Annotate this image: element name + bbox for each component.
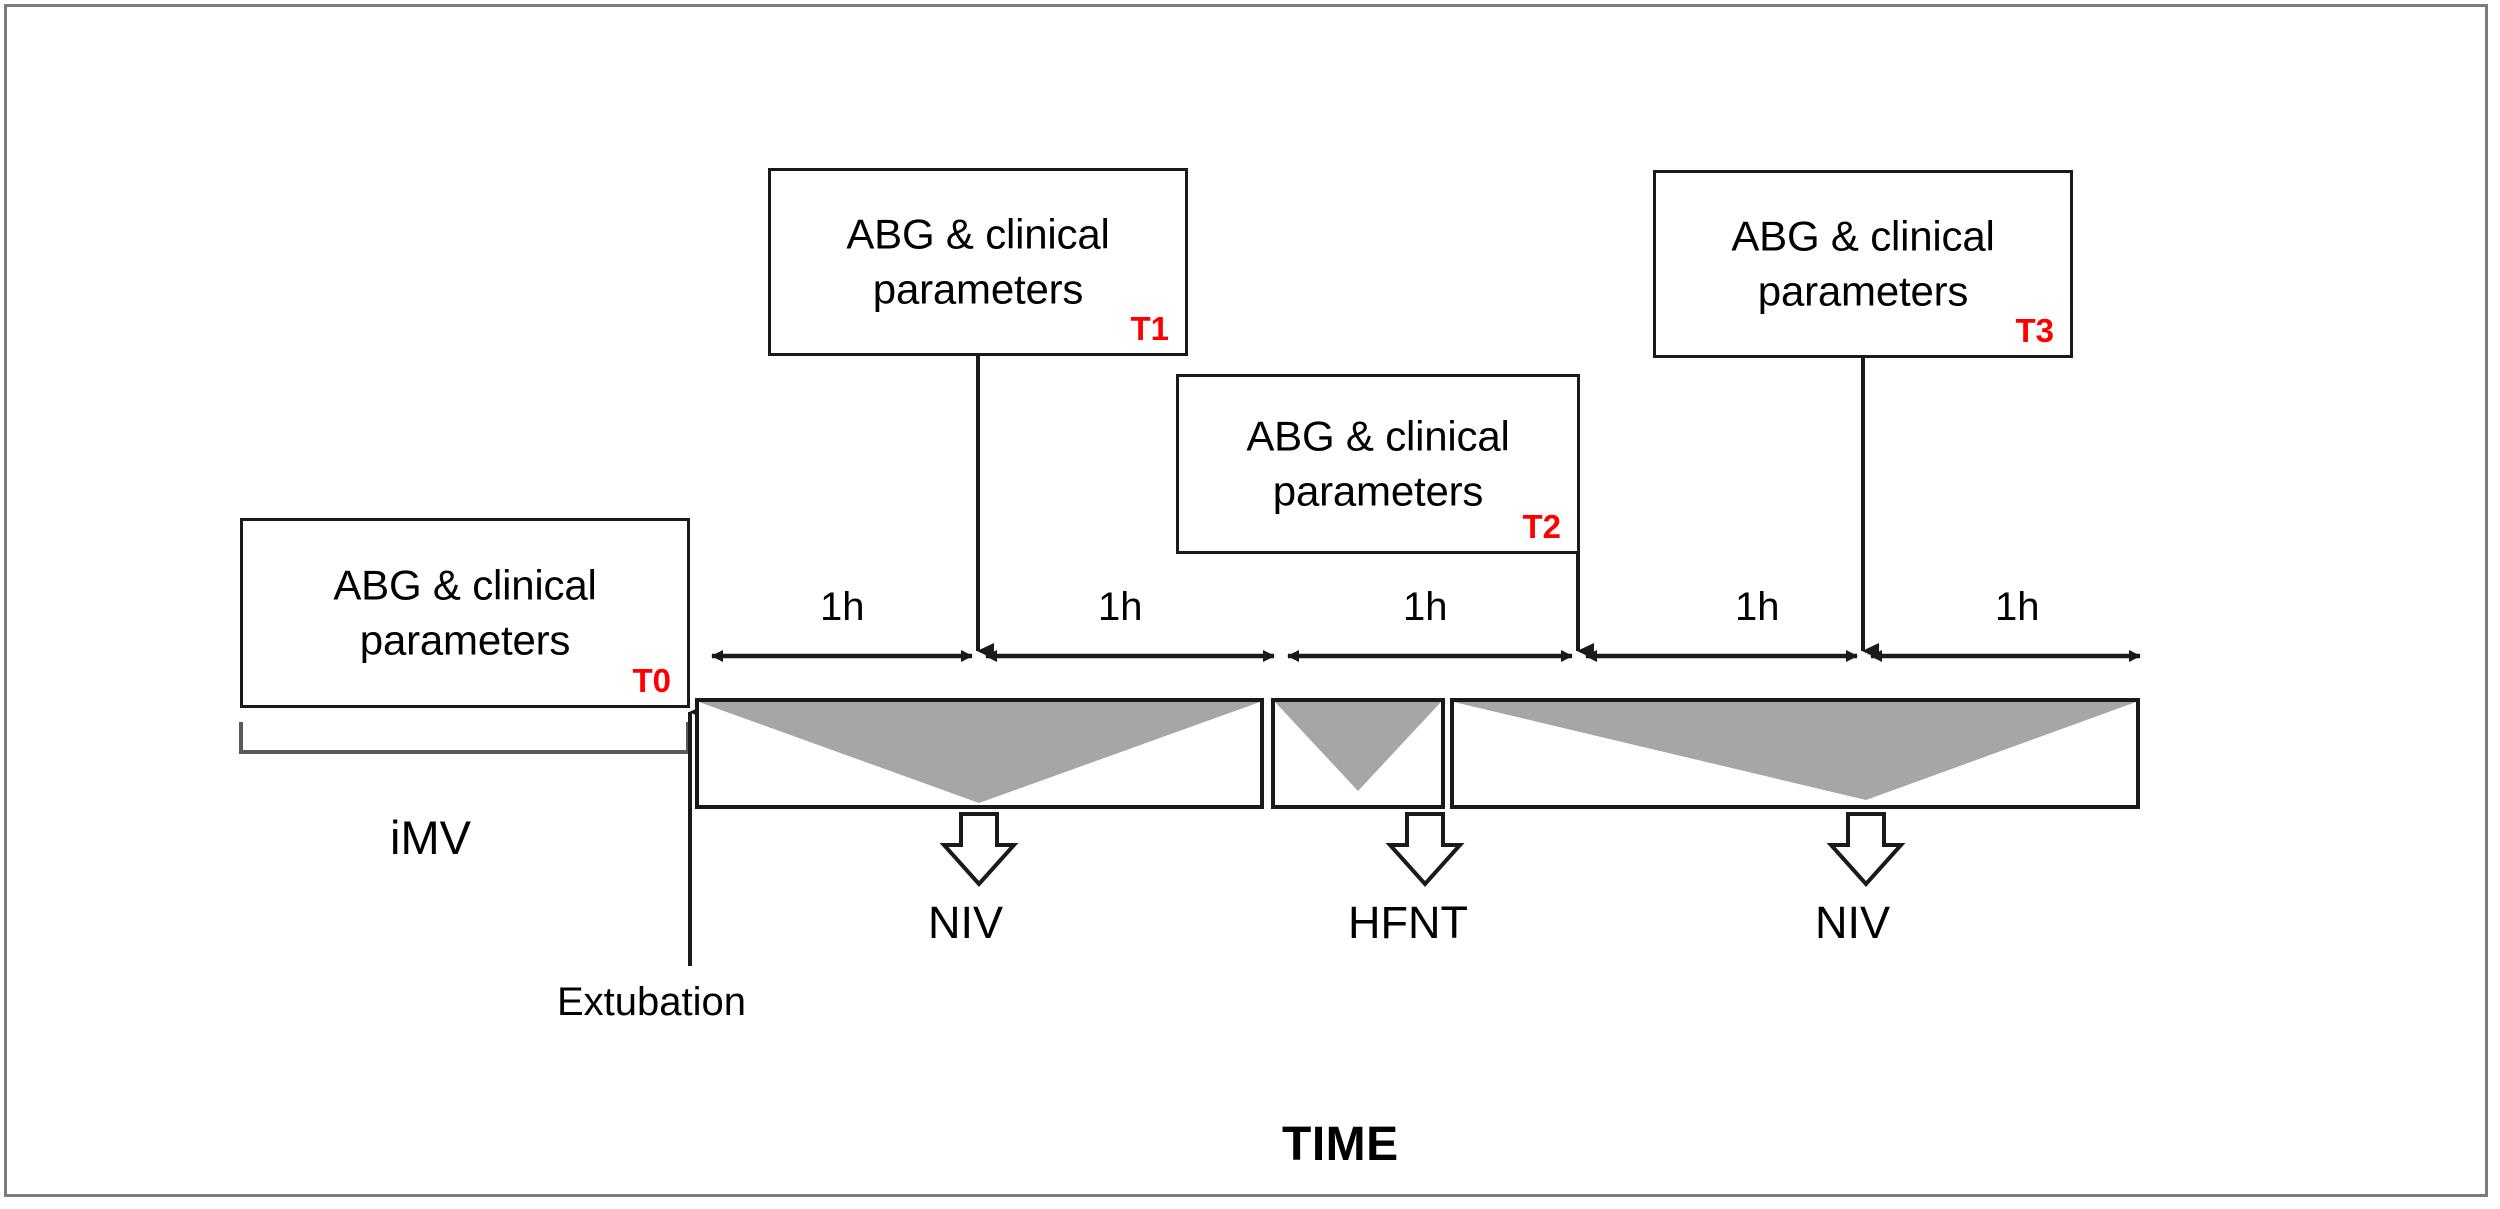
assessment-box-t1[interactable]: ABG & clinical parameters T1 xyxy=(768,168,1188,356)
assessment-box-t3-text: ABG & clinical parameters xyxy=(1656,209,2070,318)
assessment-box-t1-line1: ABG & clinical xyxy=(846,210,1110,258)
interval-label-3: 1h xyxy=(1403,585,1448,629)
interval-label-4: 1h xyxy=(1735,585,1780,629)
interval-label-1: 1h xyxy=(820,585,865,629)
assessment-box-t3-line1: ABG & clinical xyxy=(1731,212,1995,260)
assessment-box-t2-text: ABG & clinical parameters xyxy=(1179,409,1577,518)
interval-label-2: 1h xyxy=(1098,585,1143,629)
imv-bracket xyxy=(239,722,690,754)
event-label-extubation: Extubation xyxy=(557,980,747,1024)
block-arrow-niv-2 xyxy=(1826,812,1906,887)
block-arrow-niv-1 xyxy=(939,812,1019,887)
axis-title-time: TIME xyxy=(1282,1118,1399,1171)
timepoint-tag-t2: T2 xyxy=(1522,508,1561,545)
interval-label-5: 1h xyxy=(1995,585,2040,629)
assessment-box-t3[interactable]: ABG & clinical parameters T3 xyxy=(1653,170,2073,358)
assessment-box-t0-line1: ABG & clinical xyxy=(333,561,597,609)
timepoint-tag-t0: T0 xyxy=(632,662,671,699)
assessment-box-t0-text: ABG & clinical parameters xyxy=(243,558,687,667)
assessment-box-t2-line1: ABG & clinical xyxy=(1246,412,1510,460)
therapy-label-hfnt: HFNT xyxy=(1348,897,1468,948)
assessment-box-t0-line2: parameters xyxy=(359,616,571,663)
therapy-label-niv-1: NIV xyxy=(928,897,1004,948)
assessment-box-t2[interactable]: ABG & clinical parameters T2 xyxy=(1176,374,1580,554)
block-arrow-hfnt xyxy=(1385,812,1465,887)
timepoint-tag-t1: T1 xyxy=(1130,310,1169,347)
assessment-box-t0[interactable]: ABG & clinical parameters T0 xyxy=(240,518,690,708)
therapy-label-niv-2: NIV xyxy=(1815,897,1891,948)
assessment-box-t2-line2: parameters xyxy=(1272,467,1484,514)
therapy-period-hfnt xyxy=(1271,698,1445,809)
assessment-box-t3-line2: parameters xyxy=(1757,267,1969,314)
timepoint-tag-t3: T3 xyxy=(2015,312,2054,349)
therapy-period-niv-1 xyxy=(695,698,1264,809)
assessment-box-t1-line2: parameters xyxy=(872,265,1084,312)
assessment-box-t1-text: ABG & clinical parameters xyxy=(771,207,1185,316)
phase-label-imv: iMV xyxy=(390,811,471,864)
therapy-period-niv-2 xyxy=(1450,698,2140,809)
